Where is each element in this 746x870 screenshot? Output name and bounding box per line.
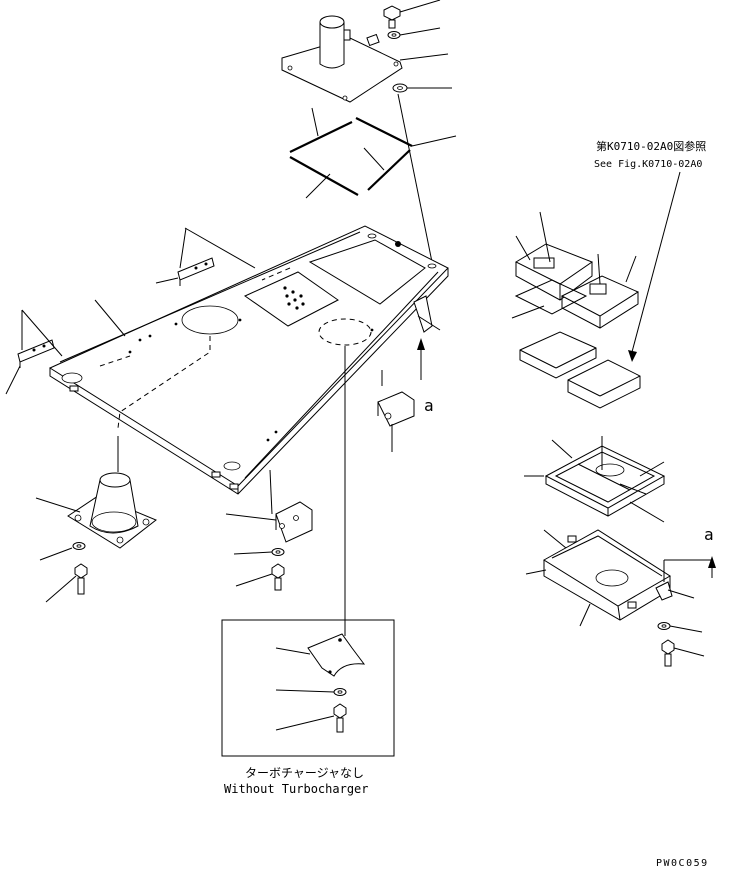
- view-marker-a: a: [424, 396, 434, 415]
- filter-pad-lower-left: [519, 331, 597, 379]
- seal-strips: [289, 107, 457, 199]
- figure-code: PW0C059: [656, 858, 709, 869]
- bottom-center-washer: [233, 548, 285, 556]
- top-cover-plate: [281, 37, 403, 103]
- left-bracket-upper: [155, 227, 215, 286]
- hidden-lines: [99, 267, 372, 429]
- reference-note-en: See Fig.K0710-02A0: [594, 159, 702, 170]
- filter-case-washer: [657, 622, 703, 633]
- inset-caption-en: Without Turbocharger: [224, 782, 369, 796]
- lower-left-bolt: [45, 563, 88, 603]
- filter-frame: [524, 436, 666, 523]
- inset-caption-jp: ターボチャージャなし: [245, 766, 364, 780]
- main-floor-plate: [48, 225, 449, 495]
- filter-pad-upper-left: [514, 211, 594, 301]
- left-bracket-lower: [5, 309, 63, 395]
- filter-case-bolt: [661, 639, 705, 667]
- top-washer: [387, 27, 441, 39]
- lower-left-washer: [39, 542, 86, 561]
- reference-note-jp: 第K0710-02A0図参照: [596, 139, 706, 153]
- grommet: [392, 83, 452, 93]
- filter-case-bracket: [655, 556, 716, 601]
- filter-pad-lower-right: [567, 359, 641, 409]
- clip-part: [366, 33, 380, 47]
- stack-cylinder-top: [319, 15, 351, 69]
- bottom-center-bolt: [235, 563, 285, 591]
- top-bolt: [383, 0, 441, 29]
- inset-box: [221, 619, 395, 757]
- filter-pad-upper-right: [560, 253, 640, 329]
- right-side-bracket: [413, 295, 441, 380]
- filter-case: [525, 529, 671, 627]
- stack-cylinder-lower: [89, 472, 139, 534]
- filter-sheet: [511, 279, 588, 319]
- bottom-center-bracket: [225, 469, 313, 543]
- view-marker-a-right: a: [704, 525, 714, 544]
- center-bracket: [377, 370, 415, 452]
